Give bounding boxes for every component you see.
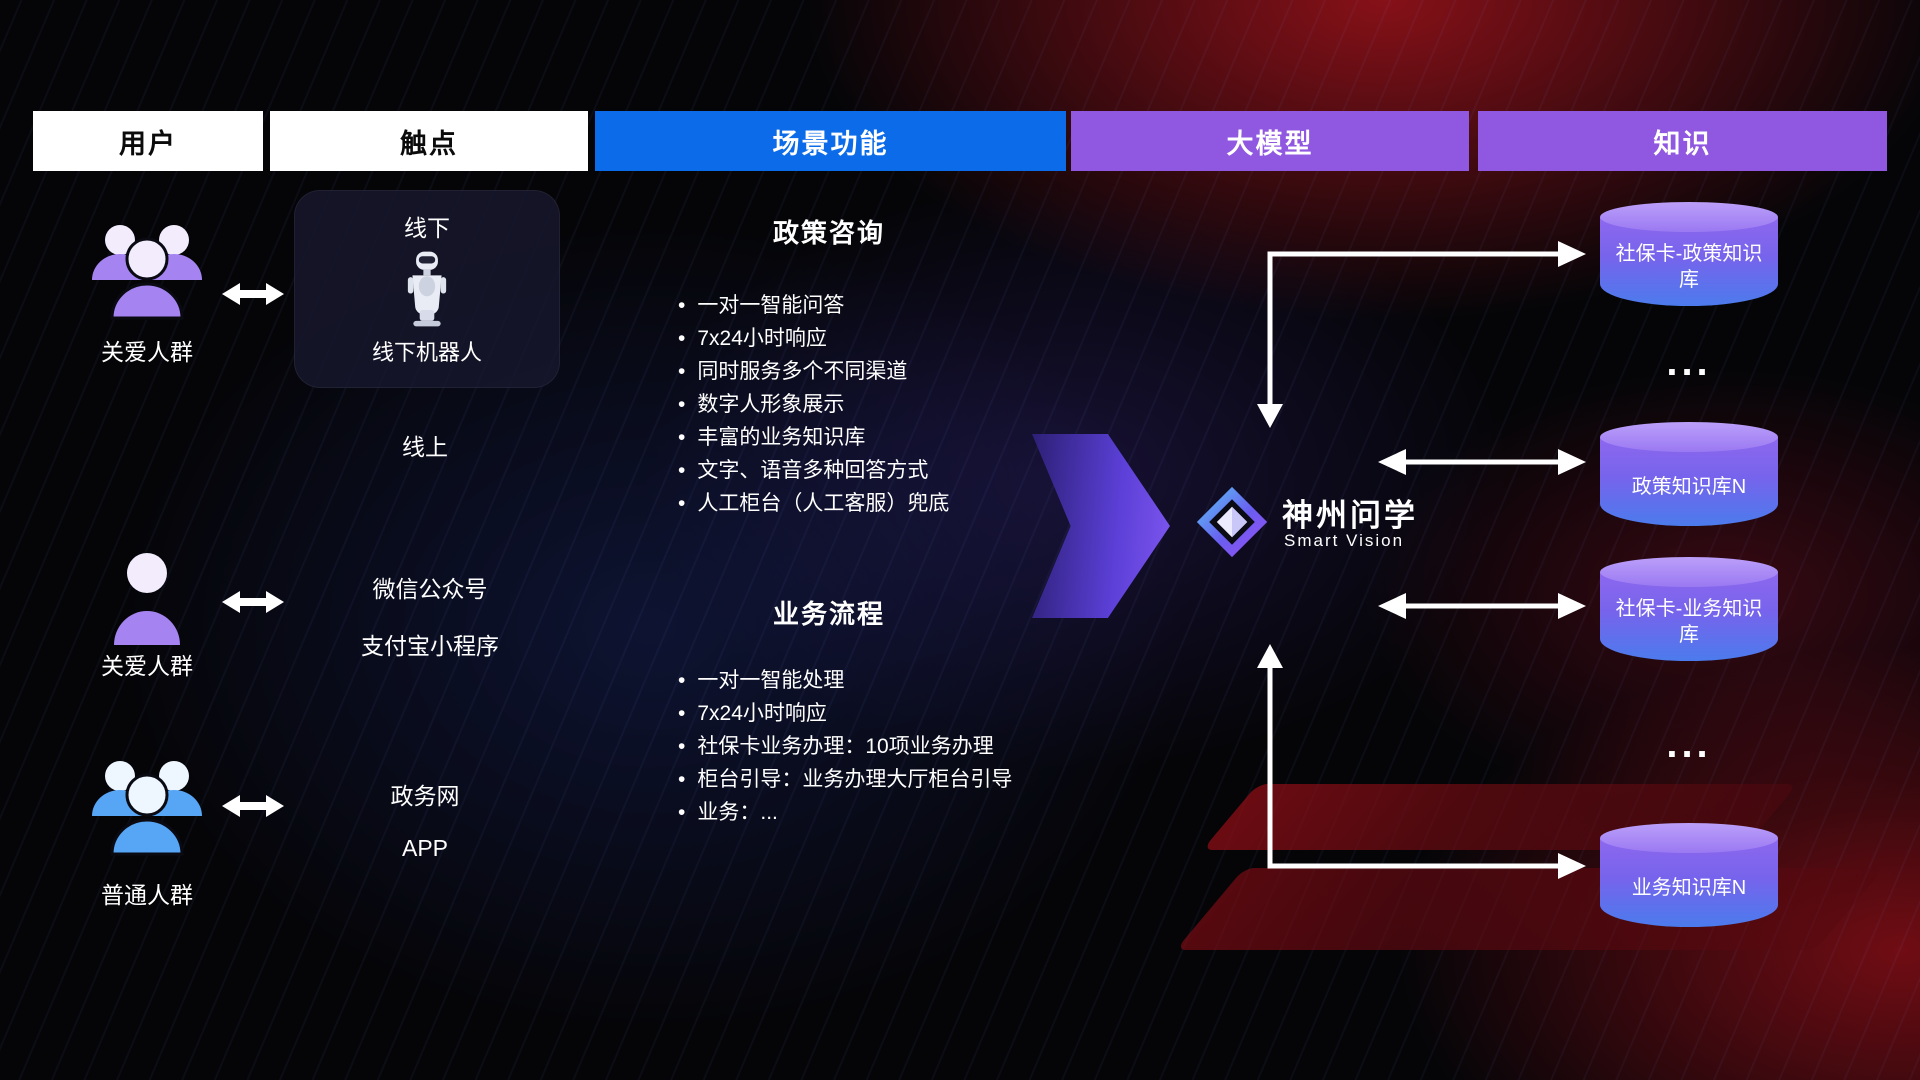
header-knowledge: 知识 xyxy=(1478,111,1887,171)
exchange-arrow-icon xyxy=(222,795,284,817)
knowledge-db-business-ssc: 社保卡-业务知识库 xyxy=(1600,557,1778,661)
header-users: 用户 xyxy=(33,111,263,171)
list-item: 同时服务多个不同渠道 xyxy=(678,355,949,388)
ellipsis-more: ... xyxy=(1666,721,1712,766)
db-label: 政策知识库N xyxy=(1631,475,1747,498)
knowledge-db-business-n: 业务知识库N xyxy=(1600,823,1778,927)
user-group-label: 关爱人群 xyxy=(101,653,193,679)
touchpoint-gov-web: 政务网 xyxy=(390,783,460,809)
business-process-list: 一对一智能处理 7x24小时响应 社保卡业务办理：10项业务办理 柜台引导：业务… xyxy=(678,664,1012,829)
list-item: 文字、语音多种回答方式 xyxy=(678,454,949,487)
list-item: 业务：... xyxy=(678,796,1012,829)
database-icon xyxy=(1600,557,1778,587)
group-users-icon xyxy=(92,761,202,856)
list-item: 7x24小时响应 xyxy=(678,697,1012,730)
scene-title-policy: 政策咨询 xyxy=(772,218,885,248)
ellipsis-more: ... xyxy=(1666,339,1712,384)
user-group-label: 普通人群 xyxy=(101,882,193,908)
knowledge-db-policy-ssc: 社保卡-政策知识库 xyxy=(1600,202,1778,306)
list-item: 社保卡业务办理：10项业务办理 xyxy=(678,730,1012,763)
exchange-arrow-icon xyxy=(222,591,284,613)
touchpoint-app: APP xyxy=(401,835,449,861)
list-item: 一对一智能处理 xyxy=(678,664,1012,697)
header-scene-functions: 场景功能 xyxy=(595,111,1066,171)
offline-robot-label: 线下机器人 xyxy=(371,340,482,365)
list-item: 丰富的业务知识库 xyxy=(678,421,949,454)
flow-arrow xyxy=(1032,434,1170,618)
touchpoint-alipay: 支付宝小程序 xyxy=(361,633,499,659)
db-label: 业务知识库N xyxy=(1631,876,1747,899)
person-icon xyxy=(114,553,180,645)
user-group-label: 关爱人群 xyxy=(101,339,193,365)
scene-title-business: 业务流程 xyxy=(772,599,885,629)
brand-subtitle: Smart Vision xyxy=(1284,531,1405,550)
db-label: 社保卡-业务知识库 xyxy=(1615,597,1763,646)
online-label: 线上 xyxy=(402,434,448,460)
offline-robot-card: 线下 线下机器人 xyxy=(294,190,560,388)
db-label: 社保卡-政策知识库 xyxy=(1615,242,1763,291)
list-item: 柜台引导：业务办理大厅柜台引导 xyxy=(678,763,1012,796)
robot-icon xyxy=(407,251,447,327)
database-icon xyxy=(1600,202,1778,232)
header-touchpoints: 触点 xyxy=(270,111,588,171)
diamond-logo-icon xyxy=(1196,486,1268,558)
offline-title: 线下 xyxy=(404,215,450,241)
knowledge-db-policy-n: 政策知识库N xyxy=(1600,422,1778,526)
header-large-model: 大模型 xyxy=(1071,111,1469,171)
brand-name: 神州问学 xyxy=(1282,498,1418,533)
database-icon xyxy=(1600,422,1778,452)
group-users-icon xyxy=(92,225,202,320)
database-icon xyxy=(1600,823,1778,853)
touchpoint-wechat: 微信公众号 xyxy=(372,576,488,602)
list-item: 7x24小时响应 xyxy=(678,322,949,355)
red-decoration xyxy=(1175,868,1885,950)
list-item: 数字人形象展示 xyxy=(678,388,949,421)
list-item: 人工柜台（人工客服）兜底 xyxy=(678,487,949,520)
policy-consulting-list: 一对一智能问答 7x24小时响应 同时服务多个不同渠道 数字人形象展示 丰富的业… xyxy=(678,289,949,520)
list-item: 一对一智能问答 xyxy=(678,289,949,322)
exchange-arrow-icon xyxy=(222,283,284,305)
